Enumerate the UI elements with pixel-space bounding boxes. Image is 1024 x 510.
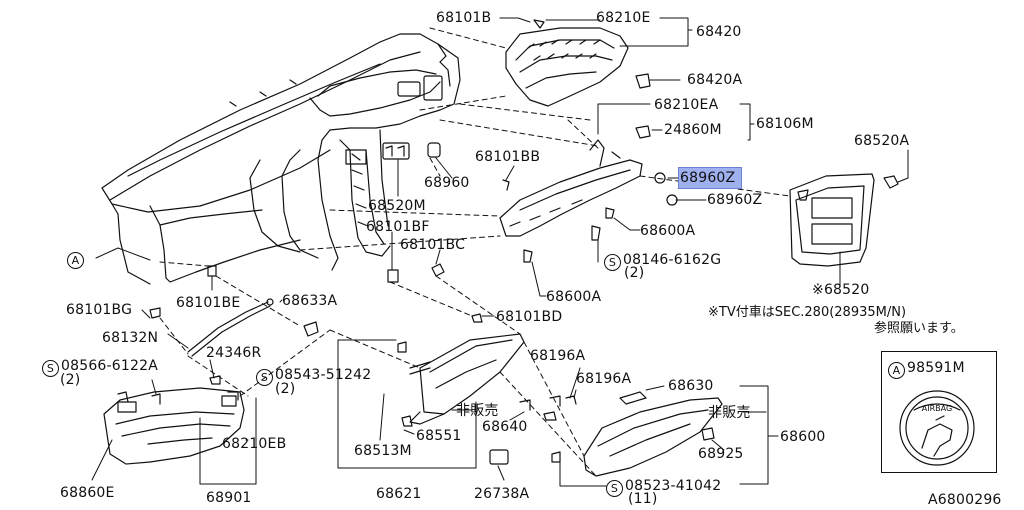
label-08543-text: 08543-51242 bbox=[275, 367, 372, 383]
label-68901[interactable]: 68901 bbox=[206, 490, 252, 506]
label-not-sold-right: 非販売 bbox=[708, 405, 751, 421]
label-68520[interactable]: ※68520 bbox=[812, 282, 869, 298]
label-24346R[interactable]: 24346R bbox=[206, 345, 262, 361]
airbag-emblem bbox=[899, 390, 975, 466]
audio-panel-shape bbox=[789, 173, 875, 267]
note-line-1: ※TV付車はSEC.280(28935M/N) bbox=[708, 305, 907, 320]
label-24860M[interactable]: 24860M bbox=[664, 122, 722, 138]
label-68600A-upper[interactable]: 68600A bbox=[640, 223, 696, 239]
airbag-reference-box bbox=[881, 351, 997, 473]
label-68960Z[interactable]: 68960Z bbox=[707, 192, 763, 208]
label-68101BG[interactable]: 68101BG bbox=[66, 302, 133, 318]
label-68621[interactable]: 68621 bbox=[376, 486, 422, 502]
label-68551[interactable]: 68551 bbox=[416, 428, 462, 444]
label-68196A-upper[interactable]: 68196A bbox=[530, 348, 586, 364]
label-68210EB[interactable]: 68210EB bbox=[222, 436, 287, 452]
lower-cover-shape bbox=[103, 387, 245, 465]
label-not-sold-left: 非販売 bbox=[456, 403, 499, 419]
label-68420[interactable]: 68420 bbox=[696, 24, 742, 40]
label-68960Z-highlighted[interactable]: 68960Z bbox=[680, 170, 736, 186]
label-68520-text: 68520 bbox=[823, 282, 870, 298]
label-68101B[interactable]: 68101B bbox=[436, 10, 492, 26]
label-68106M[interactable]: 68106M bbox=[756, 116, 814, 132]
label-68960[interactable]: 68960 bbox=[424, 175, 470, 191]
label-68520M[interactable]: 68520M bbox=[368, 198, 426, 214]
label-08523-text: 08523-41042 bbox=[625, 478, 722, 494]
label-68132N[interactable]: 68132N bbox=[102, 330, 159, 346]
label-08146-qty: (2) bbox=[624, 265, 645, 281]
label-68196A-lower[interactable]: 68196A bbox=[576, 371, 632, 387]
screw-symbol: S bbox=[604, 254, 621, 271]
glove-box-tray-shape bbox=[583, 397, 723, 477]
label-68101BE[interactable]: 68101BE bbox=[176, 295, 241, 311]
instrument-panel-shape bbox=[101, 33, 461, 285]
label-68420A[interactable]: 68420A bbox=[687, 72, 743, 88]
label-08543-qty: (2) bbox=[275, 381, 296, 397]
label-68860E[interactable]: 68860E bbox=[60, 485, 115, 501]
meter-hood-shape bbox=[505, 27, 629, 107]
tv-equipped-note: ※TV付車はSEC.280(28935M/N) 参照願います。 bbox=[708, 305, 964, 337]
label-68101BF[interactable]: 68101BF bbox=[366, 219, 430, 235]
label-68640[interactable]: 68640 bbox=[482, 419, 528, 435]
airbag-text: AIRBAG bbox=[922, 404, 952, 413]
note-line-2: 参照願います。 bbox=[874, 321, 964, 336]
label-08523-qty: (11) bbox=[628, 491, 658, 507]
label-08566-text: 08566-6122A bbox=[61, 358, 158, 374]
highlighted-part-68960Z[interactable] bbox=[678, 167, 742, 189]
screw-symbol: S bbox=[606, 480, 623, 497]
label-68633A[interactable]: 68633A bbox=[282, 293, 338, 309]
label-68520A[interactable]: 68520A bbox=[854, 133, 910, 149]
screw-symbol: S bbox=[256, 369, 273, 386]
asterisk-mark: ※ bbox=[812, 282, 824, 298]
label-68630[interactable]: 68630 bbox=[668, 378, 714, 394]
circled-A-symbol: A bbox=[888, 362, 905, 379]
label-08146-text: 08146-6162G bbox=[623, 252, 722, 268]
label-68600A-lower[interactable]: 68600A bbox=[546, 289, 602, 305]
label-68210E[interactable]: 68210E bbox=[596, 10, 651, 26]
label-68513M[interactable]: 68513M bbox=[354, 443, 412, 459]
label-68101BD[interactable]: 68101BD bbox=[496, 309, 563, 325]
label-98591M-text: 98591M bbox=[907, 360, 965, 376]
label-68101BC[interactable]: 68101BC bbox=[400, 237, 466, 253]
leader-lines bbox=[91, 17, 909, 487]
label-68101BB[interactable]: 68101BB bbox=[475, 149, 541, 165]
circled-A-symbol: A bbox=[67, 252, 84, 269]
cluster-lid-shape bbox=[499, 139, 643, 237]
diagram-reference-code: A6800296 bbox=[928, 492, 1002, 508]
label-08566-qty: (2) bbox=[60, 372, 81, 388]
label-68210EA[interactable]: 68210EA bbox=[654, 97, 719, 113]
label-68600[interactable]: 68600 bbox=[780, 429, 826, 445]
label-68925[interactable]: 68925 bbox=[698, 446, 744, 462]
screw-symbol: S bbox=[42, 360, 59, 377]
label-26738A[interactable]: 26738A bbox=[474, 486, 530, 502]
small-parts bbox=[117, 19, 899, 465]
ref-mark-A: A bbox=[67, 250, 86, 269]
